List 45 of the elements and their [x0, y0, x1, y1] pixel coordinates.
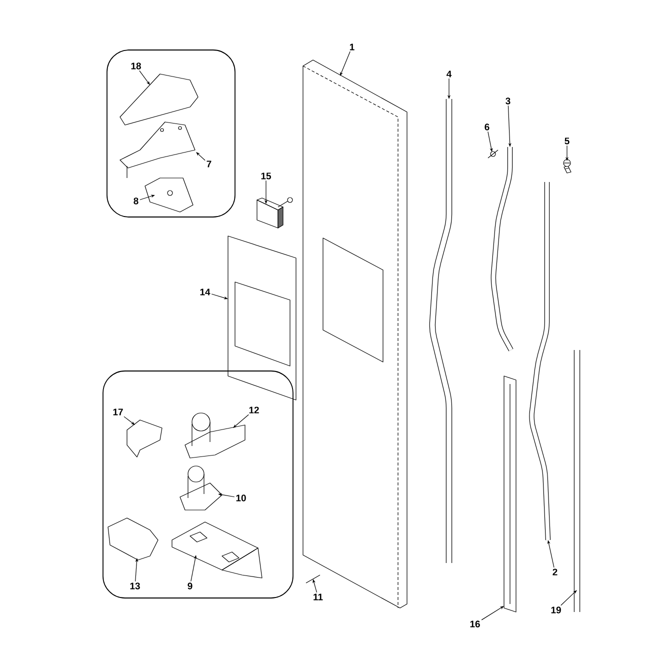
part-drawing [302, 60, 408, 608]
callout-number: 8 [134, 198, 138, 204]
leader-line [481, 606, 504, 620]
callout-number: 18 [131, 62, 141, 70]
part-drawing [180, 466, 222, 510]
leader-line [196, 152, 206, 161]
part-drawing [228, 236, 296, 400]
callout-number: 11 [314, 594, 323, 600]
inset-frame [102, 370, 294, 598]
callout-number: 17 [113, 408, 123, 416]
callout-number: 1 [350, 44, 354, 50]
callout-number: 12 [249, 406, 259, 414]
part-drawing [529, 182, 551, 540]
callout-number: 5 [564, 138, 570, 144]
part-drawing [144, 178, 194, 212]
leader-line [124, 416, 135, 425]
part-drawing [306, 574, 320, 584]
callout-number: 7 [206, 160, 212, 168]
callout-number: 19 [551, 606, 561, 614]
inset-frame [106, 50, 236, 218]
callout-number: 15 [261, 172, 271, 180]
part-drawing [504, 376, 516, 612]
callout-number: 4 [446, 70, 452, 78]
callout-number: 16 [470, 620, 480, 628]
part-drawing [490, 147, 514, 352]
callout-number: 2 [552, 568, 558, 576]
callout-number: 14 [200, 288, 210, 296]
part-drawing [563, 159, 572, 174]
leader-line [233, 414, 249, 428]
part-drawing [574, 350, 580, 612]
part-drawing [120, 122, 196, 178]
part-drawing [256, 197, 293, 228]
part-drawing [120, 74, 198, 126]
part-drawing [108, 518, 158, 560]
callout-number: 13 [130, 582, 140, 590]
leader-line [560, 590, 577, 606]
leader-line [139, 70, 150, 85]
callout-number: 10 [236, 494, 246, 502]
callout-number: 6 [484, 124, 490, 130]
callout-number: 9 [188, 582, 192, 590]
part-drawing [429, 99, 452, 563]
callout-number: 3 [506, 98, 510, 104]
part-drawing [184, 412, 246, 458]
part-drawing [126, 420, 162, 458]
part-drawing [172, 522, 262, 578]
